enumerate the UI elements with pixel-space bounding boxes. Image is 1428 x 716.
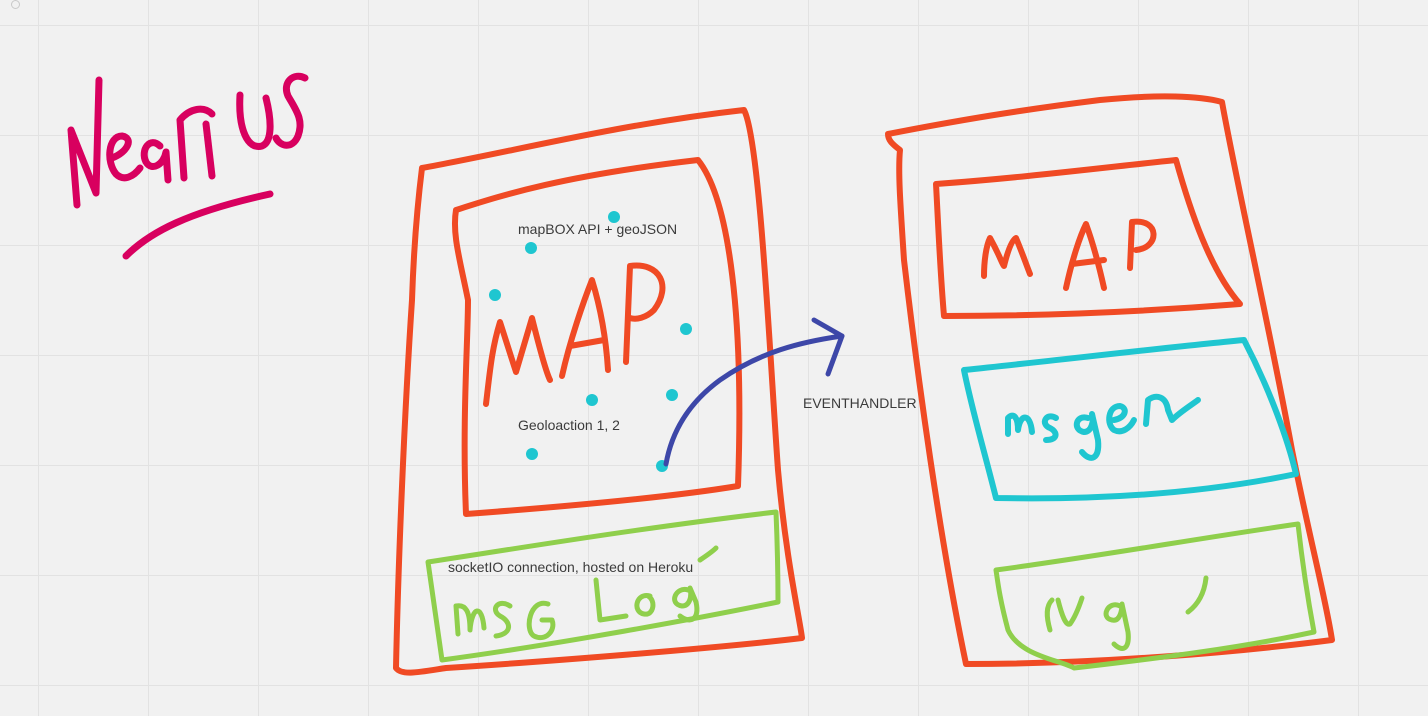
left-map-panel xyxy=(451,157,743,517)
map-api-note[interactable]: mapBOX API + geoJSON xyxy=(518,221,678,237)
location-point xyxy=(608,211,620,223)
geolocation-note[interactable]: Geoloaction 1, 2 xyxy=(518,417,620,433)
left-log-panel xyxy=(425,509,781,663)
location-point xyxy=(680,323,692,335)
location-points xyxy=(489,211,692,472)
right-msg-handwritten xyxy=(1005,393,1201,461)
title-near-us xyxy=(67,72,309,260)
event-handler-label[interactable]: EVENTHANDLER xyxy=(803,395,917,411)
right-log-panel xyxy=(993,521,1317,671)
location-point xyxy=(586,394,598,406)
left-map-handwritten xyxy=(483,262,666,407)
left-phone-frame xyxy=(393,107,805,676)
event-arrow xyxy=(663,317,845,467)
location-point xyxy=(526,448,538,460)
location-point xyxy=(525,242,537,254)
location-point xyxy=(666,389,678,401)
right-map-panel xyxy=(933,157,1243,319)
socket-connection-note[interactable]: socketIO connection, hosted on Heroku xyxy=(448,559,694,575)
left-log-handwritten xyxy=(453,545,719,640)
right-phone-frame xyxy=(885,93,1335,667)
right-log-handwritten xyxy=(1044,575,1209,651)
location-point xyxy=(489,289,501,301)
corner-handle[interactable] xyxy=(11,0,20,9)
right-map-handwritten xyxy=(981,218,1157,291)
right-msg-panel xyxy=(961,337,1299,502)
